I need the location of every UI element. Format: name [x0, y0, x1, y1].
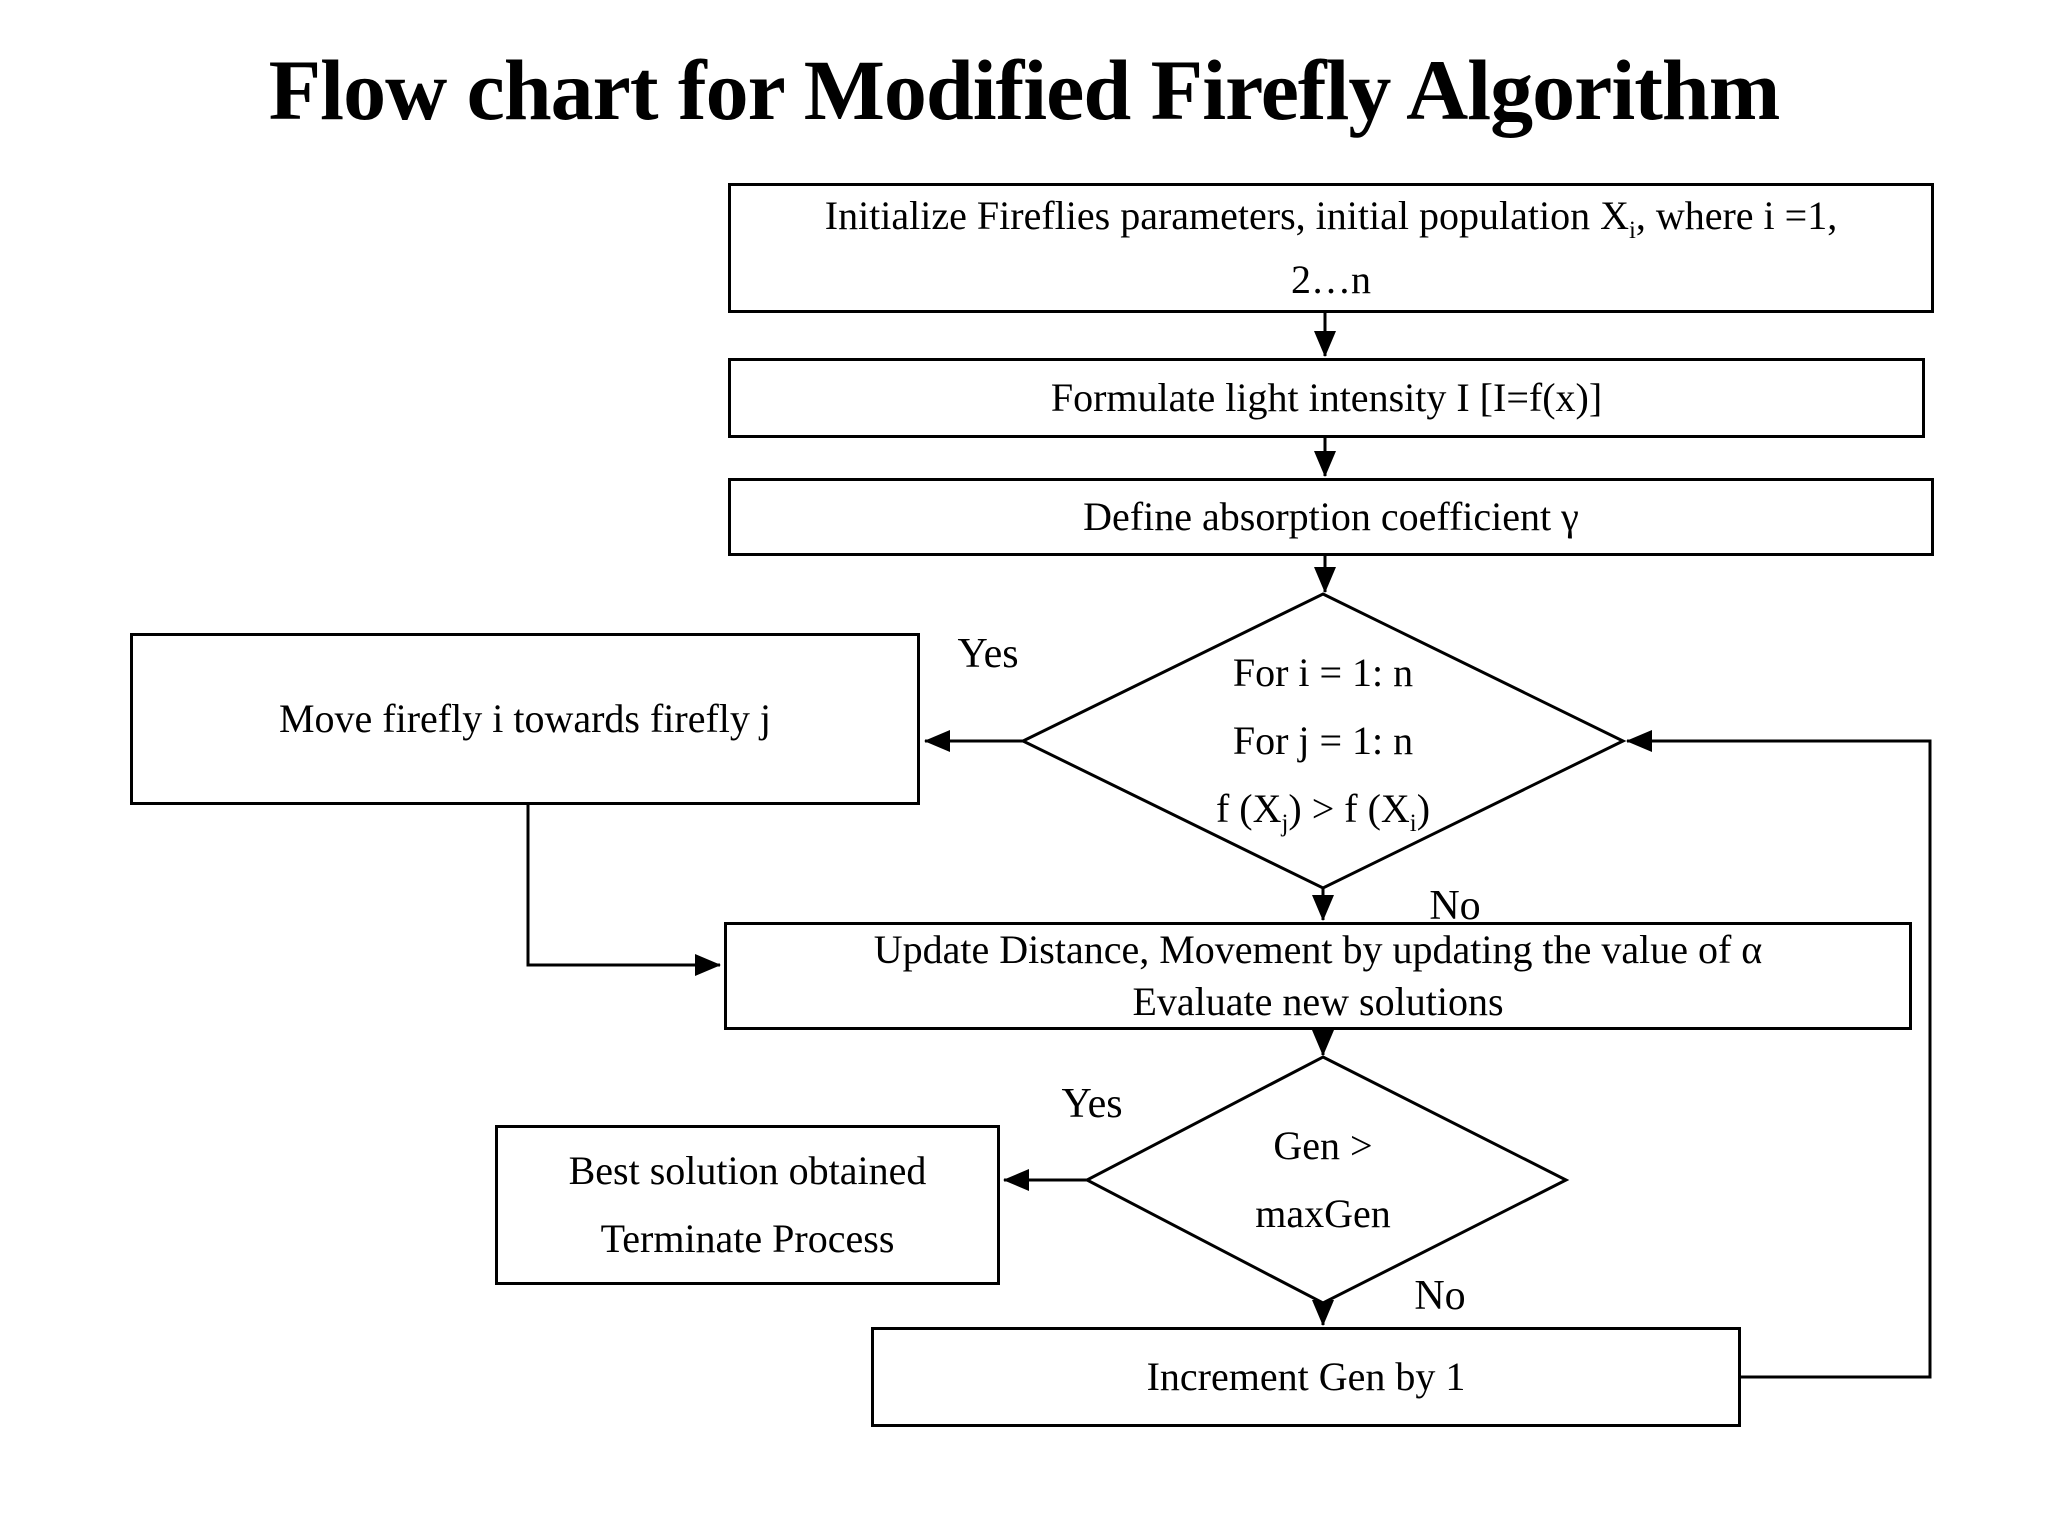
label-gen-yes: Yes [1061, 1081, 1123, 1127]
initialize-line-2: 2…n [1291, 257, 1371, 302]
gen-decision-line-2: maxGen [1255, 1191, 1391, 1236]
loop-decision-line-3: f (Xj) > f (Xi) [1215, 786, 1431, 837]
label-loop-no: No [1429, 883, 1481, 929]
loop-decision-line-1: For i = 1: n [1232, 650, 1414, 695]
loop-decision-text: For i = 1: n For j = 1: n f (Xj) > f (Xi… [1216, 639, 1430, 843]
page-title: Flow chart for Modified Firefly Algorith… [268, 42, 1781, 138]
connector-increment-feedback [1626, 730, 1932, 1379]
label-gen-no: No [1414, 1273, 1466, 1319]
label-loop-yes: Yes [957, 631, 1019, 677]
move-text: Move firefly i towards firefly j [278, 696, 772, 741]
gen-decision-line-1: Gen > [1273, 1123, 1373, 1168]
gen-decision-text: Gen > maxGen [1255, 1112, 1391, 1248]
best-line-1: Best solution obtained [568, 1148, 927, 1193]
loop-decision-line-2: For j = 1: n [1232, 718, 1414, 763]
process-update-distance: Update Distance, Movement by updating th… [724, 922, 1912, 1030]
increment-text: Increment Gen by 1 [1146, 1354, 1466, 1399]
update-line-1: Update Distance, Movement by updating th… [873, 927, 1763, 972]
initialize-line-1: Initialize Fireflies parameters, initial… [824, 193, 1838, 244]
formulate-text: Formulate light intensity I [I=f(x)] [1050, 375, 1603, 420]
update-line-2: Evaluate new solutions [1132, 979, 1504, 1024]
process-best-solution: Best solution obtained Terminate Process [495, 1125, 1000, 1285]
process-move-firefly: Move firefly i towards firefly j [130, 633, 920, 805]
process-increment-gen: Increment Gen by 1 [871, 1327, 1741, 1427]
process-formulate-intensity: Formulate light intensity I [I=f(x)] [728, 358, 1925, 438]
best-line-2: Terminate Process [600, 1216, 895, 1261]
process-initialize: Initialize Fireflies parameters, initial… [728, 183, 1934, 313]
loop-decision-shape [1019, 592, 1627, 890]
define-text: Define absorption coefficient γ [1083, 494, 1579, 539]
process-define-coefficient: Define absorption coefficient γ [728, 478, 1934, 556]
gen-decision-shape [1083, 1055, 1570, 1305]
connector-move-to-update [526, 805, 721, 976]
